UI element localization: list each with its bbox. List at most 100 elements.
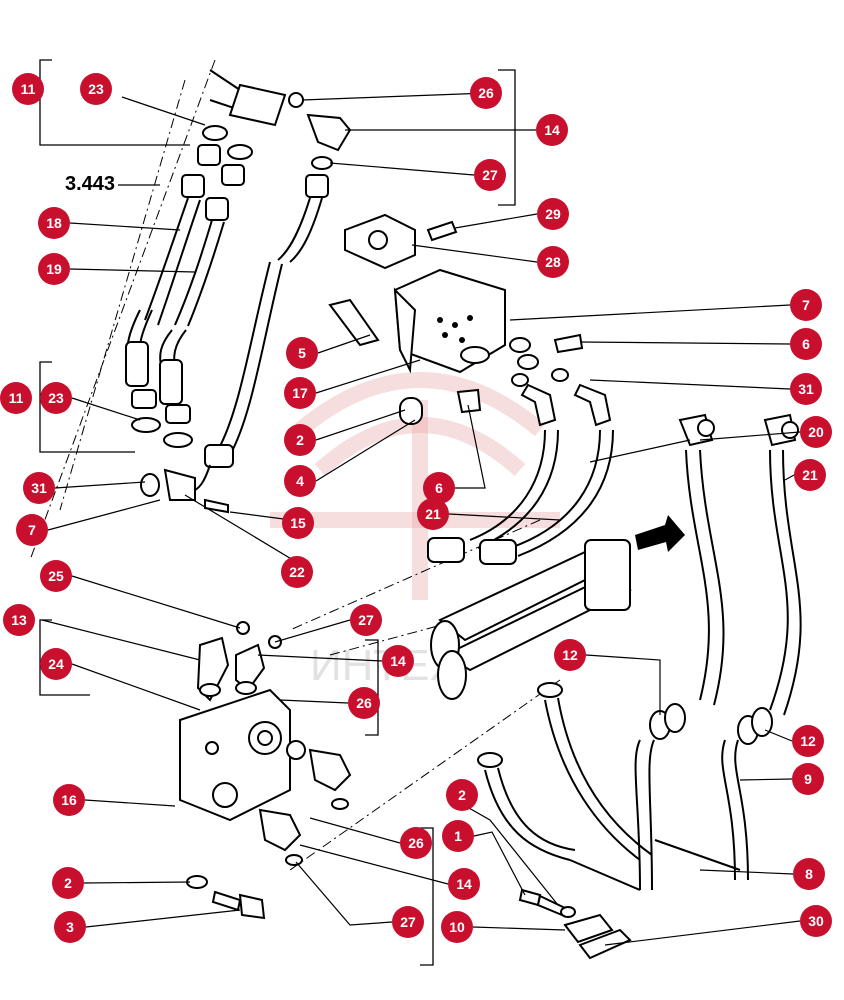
svg-text:26: 26 <box>478 85 494 101</box>
clamp-assembly <box>344 213 458 270</box>
svg-text:20: 20 <box>808 424 824 440</box>
svg-text:22: 22 <box>289 564 305 580</box>
callout-1: 1 <box>442 820 474 852</box>
callout-14: 14 <box>448 868 480 900</box>
right-pipes <box>634 413 802 891</box>
group-brackets <box>39 59 516 966</box>
callout-27: 27 <box>392 906 424 938</box>
callout-27: 27 <box>350 604 382 636</box>
svg-text:19: 19 <box>46 261 62 277</box>
svg-text:31: 31 <box>31 480 47 496</box>
svg-text:10: 10 <box>449 919 465 935</box>
svg-text:8: 8 <box>805 866 813 882</box>
svg-text:16: 16 <box>61 792 77 808</box>
callout-2: 2 <box>52 867 84 899</box>
svg-text:13: 13 <box>11 612 27 628</box>
svg-text:27: 27 <box>400 914 416 930</box>
svg-text:14: 14 <box>544 122 560 138</box>
callout-20: 20 <box>800 416 832 448</box>
callout-2: 2 <box>284 424 316 456</box>
svg-text:25: 25 <box>48 568 64 584</box>
svg-text:26: 26 <box>356 695 372 711</box>
svg-text:24: 24 <box>48 656 64 672</box>
svg-text:6: 6 <box>435 480 443 496</box>
svg-text:12: 12 <box>800 733 816 749</box>
svg-text:14: 14 <box>456 876 472 892</box>
cylinder-assembly <box>430 515 685 700</box>
svg-text:14: 14 <box>390 653 406 669</box>
valve-block <box>179 621 352 866</box>
callout-17: 17 <box>284 377 316 409</box>
callout-27: 27 <box>474 159 506 191</box>
callout-2: 2 <box>446 779 478 811</box>
callout-7: 7 <box>16 514 48 546</box>
svg-text:5: 5 <box>298 345 306 361</box>
callout-5: 5 <box>286 337 318 369</box>
callouts: 11 23 26 14 27 29 28 18 19 7 5 6 17 31 1… <box>0 73 832 943</box>
svg-text:6: 6 <box>802 336 810 352</box>
svg-text:27: 27 <box>482 167 498 183</box>
svg-text:17: 17 <box>292 385 308 401</box>
callout-25: 25 <box>40 560 72 592</box>
manifold-block <box>328 268 584 425</box>
callout-22: 22 <box>281 556 313 588</box>
callout-15: 15 <box>282 507 314 539</box>
svg-text:4: 4 <box>296 473 304 489</box>
svg-text:9: 9 <box>804 771 812 787</box>
svg-text:27: 27 <box>358 612 374 628</box>
upper-left-hoses: 3.443 <box>65 69 352 514</box>
reference-label: 3.443 <box>65 173 115 195</box>
svg-text:2: 2 <box>458 787 466 803</box>
svg-text:23: 23 <box>48 390 64 406</box>
callout-3: 3 <box>54 911 86 943</box>
svg-text:12: 12 <box>562 647 578 663</box>
callout-16: 16 <box>53 784 85 816</box>
callout-19: 19 <box>38 253 70 285</box>
callout-26: 26 <box>470 77 502 109</box>
callout-30: 30 <box>800 905 832 937</box>
svg-text:18: 18 <box>46 215 62 231</box>
svg-text:1: 1 <box>454 828 462 844</box>
callout-26: 26 <box>400 827 432 859</box>
callout-8: 8 <box>793 858 825 890</box>
callout-4: 4 <box>284 465 316 497</box>
callout-21: 21 <box>794 459 826 491</box>
callout-12: 12 <box>554 639 586 671</box>
callout-23: 23 <box>40 382 72 414</box>
svg-text:30: 30 <box>808 913 824 929</box>
callout-14: 14 <box>536 114 568 146</box>
callout-28: 28 <box>537 246 569 278</box>
callout-26: 26 <box>348 687 380 719</box>
svg-text:15: 15 <box>290 515 306 531</box>
svg-text:2: 2 <box>64 875 72 891</box>
callout-11: 11 <box>0 382 32 414</box>
callout-23: 23 <box>80 73 112 105</box>
svg-text:3: 3 <box>66 919 74 935</box>
svg-text:7: 7 <box>802 297 810 313</box>
svg-text:7: 7 <box>28 522 36 538</box>
callout-31: 31 <box>790 373 822 405</box>
svg-text:11: 11 <box>9 390 24 406</box>
svg-text:23: 23 <box>88 81 104 97</box>
callout-6: 6 <box>790 328 822 360</box>
right-hoses <box>427 368 614 565</box>
callout-31: 31 <box>23 472 55 504</box>
bottom-hardware <box>186 875 632 960</box>
callout-6: 6 <box>423 472 455 504</box>
callout-12: 12 <box>792 725 824 757</box>
callout-29: 29 <box>537 198 569 230</box>
svg-text:21: 21 <box>802 467 818 483</box>
callout-21: 21 <box>417 498 449 530</box>
svg-text:28: 28 <box>545 254 561 270</box>
svg-text:26: 26 <box>408 835 424 851</box>
callout-18: 18 <box>38 207 70 239</box>
svg-text:2: 2 <box>296 432 304 448</box>
callout-9: 9 <box>792 763 824 795</box>
callout-14: 14 <box>382 645 414 677</box>
callout-13: 13 <box>3 604 35 636</box>
callout-11: 11 <box>12 73 44 105</box>
lower-pipes <box>477 682 741 891</box>
callout-10: 10 <box>441 911 473 943</box>
callout-7: 7 <box>790 289 822 321</box>
